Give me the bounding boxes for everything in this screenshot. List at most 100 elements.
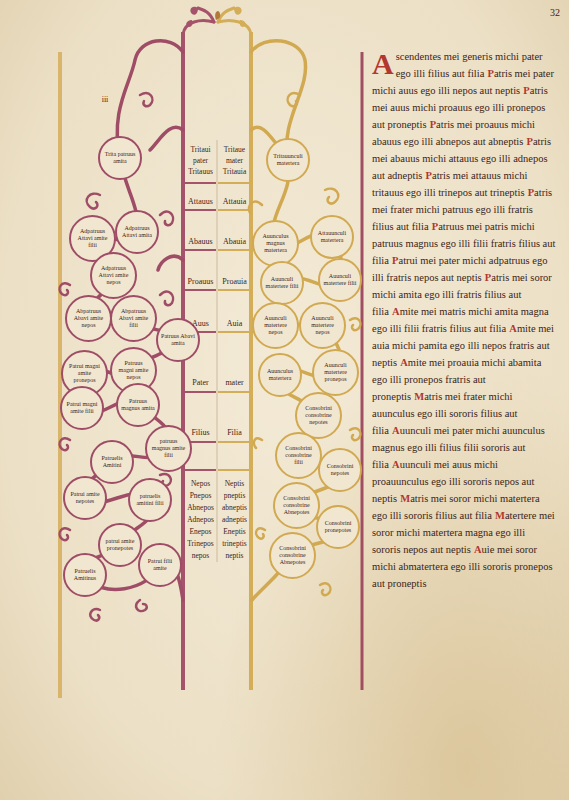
kin-circle: Consobrini nepotes [318, 448, 362, 492]
degree-term: Proauus [185, 278, 216, 286]
kin-term: Consobrini nepotes [323, 463, 357, 476]
circle-text-wrap: Auunculi matertere pronepos [319, 362, 353, 382]
kin-circle: Tritauunculi matertera [266, 138, 310, 182]
drop-capital: A [372, 49, 394, 79]
kin-term: Consobrini consobrine nepotes [302, 405, 336, 425]
circle-text-wrap: Consobrini consobrine nepotes [302, 405, 336, 425]
kin-circle: Consobrini consobrine Abnepotes [269, 532, 316, 579]
circle-text-wrap: Consobrini consobrine Abnepotes [280, 495, 314, 515]
kin-term: Consobrini consobrine Abnepotes [280, 495, 314, 515]
gold-curls [249, 93, 361, 595]
degree-term: mater [218, 157, 251, 165]
red-initial: P [528, 187, 534, 198]
degree-term: Nepos [185, 480, 216, 488]
kin-term: Patruelis Amitini [95, 455, 129, 468]
kin-term: Consobrini consobrine filii [282, 445, 316, 465]
kin-term: Attauunculi matertera [315, 230, 349, 243]
red-initial: A [392, 459, 400, 470]
degree-term: Adnepos [185, 516, 216, 524]
degree-term: trineptis [218, 540, 251, 548]
kin-circle: patruelis amitini filii [128, 478, 172, 522]
kin-circle: Adpatruus Attavi amite nepos [90, 252, 137, 299]
kin-term: Patruus Abavi amita [161, 333, 195, 346]
degree-term: Tritauia [218, 168, 251, 176]
degree-term: neptis [218, 552, 251, 560]
kin-term: patruus magnus amite filii [152, 438, 186, 458]
kin-term: Auunculus magnus matertera [259, 233, 293, 253]
kin-circle: Patruus magnus amita [116, 383, 160, 427]
red-initial: P [430, 119, 436, 130]
roman-numeral: iii [94, 96, 116, 104]
circle-text-wrap: Patrui filii amite [143, 558, 177, 571]
kin-term: Patrui filii amite [143, 558, 177, 571]
circle-text-wrap: Patrui magni amite pronepos [68, 363, 102, 383]
circle-text-wrap: Patruelis Amitini [95, 455, 129, 468]
kin-term: patruelis amitini filii [133, 493, 167, 506]
degree-term: Filius [185, 429, 216, 437]
circle-text-wrap: Auunculi matertere nepos [259, 315, 293, 335]
kin-term: Adpatruus Attavi amita [120, 225, 154, 238]
kin-circle: patrui amite pronepotes [98, 523, 142, 567]
degree-term: Abauus [185, 238, 216, 246]
degree-term: Tritaui [185, 146, 216, 154]
degree-term: Pnepos [185, 492, 216, 500]
red-initial: P [487, 68, 493, 79]
circle-text-wrap: Consobrini nepotes [323, 463, 357, 476]
circle-text-wrap: Abpatruus Abavi amite filii [117, 308, 151, 328]
red-initial: P [526, 136, 532, 147]
circle-text-wrap: Patruus magni amite nepos [117, 360, 151, 380]
kin-term: Patruus magni amite nepos [117, 360, 151, 380]
kin-term: Auunculi matertere filii [323, 273, 357, 286]
kin-term: Abpatruus Abavi amite filii [117, 308, 151, 328]
circle-text-wrap: Abpatruus Abavi amite nepos [72, 308, 106, 328]
kin-term: patrui amite pronepotes [103, 538, 137, 551]
degree-term: Attauia [218, 198, 251, 206]
degree-term: Enepos [185, 528, 216, 536]
kin-circle: Trita patruus amita [98, 136, 142, 180]
kin-term: Auunculi matertere pronepos [319, 362, 353, 382]
red-curls [60, 93, 174, 620]
red-initial: P [485, 272, 491, 283]
circle-text-wrap: Attauunculi matertera [315, 230, 349, 243]
kin-circle: Attauunculi matertera [310, 215, 354, 259]
kin-term: Auunculi matertere nepos [259, 315, 293, 335]
degree-term: Auus [185, 320, 216, 328]
circle-text-wrap: Auunculi matertere filii [265, 276, 299, 289]
red-initial: A [392, 425, 400, 436]
pole [361, 52, 364, 690]
kin-term: Adpatruus Attavi amite filii [76, 228, 110, 248]
degree-term: Eneptis [218, 528, 251, 536]
kin-term: Auunculi matertere nepos [306, 315, 340, 335]
circle-text-wrap: Adpatruus Attavi amita [120, 225, 154, 238]
degree-term: Trinepos [185, 540, 216, 548]
circle-text-wrap: patruelis amitini filii [133, 493, 167, 506]
circle-text-wrap: Patrui magni amite filii [65, 401, 99, 414]
kin-term: Consobrini consobrine Abnepotes [276, 545, 310, 565]
divider [217, 140, 218, 562]
kin-term: Patruelis Amitinus [68, 568, 102, 581]
degree-term: pneptis [218, 492, 251, 500]
degree-term: Tritaue [218, 146, 251, 154]
circle-text-wrap: Patrui amite nepotes [68, 491, 102, 504]
kin-term: Tritauunculi matertera [271, 153, 305, 166]
red-initial: M [495, 510, 505, 521]
red-initial: P [432, 221, 438, 232]
kin-circle: Auunculus magnus matertera [252, 220, 299, 267]
kin-term: Consobrini pronepotes [321, 520, 355, 533]
degree-term: mater [218, 379, 251, 387]
kin-circle: Auunculi matertere nepos [299, 302, 346, 349]
page-number: 32 [524, 8, 560, 18]
kin-term: Auunculus matertera [263, 368, 297, 381]
kin-circle: Patruelis Amitinus [63, 553, 107, 597]
kin-circle: Patruelis Amitini [90, 440, 134, 484]
circle-text-wrap: Auunculus magnus matertera [259, 233, 293, 253]
kin-circle: Auunculi matertere filii [260, 261, 304, 305]
kin-term: Abpatruus Abavi amite nepos [72, 308, 106, 328]
circle-text-wrap: Consobrini consobrine Abnepotes [276, 545, 310, 565]
circle-text-wrap: Consobrini pronepotes [321, 520, 355, 533]
circle-text-wrap: Consobrini consobrine filii [282, 445, 316, 465]
circle-text-wrap: patrui amite pronepotes [103, 538, 137, 551]
circle-text-wrap: Tritauunculi matertera [271, 153, 305, 166]
kin-circle: Abpatruus Abavi amite nepos [65, 295, 112, 342]
